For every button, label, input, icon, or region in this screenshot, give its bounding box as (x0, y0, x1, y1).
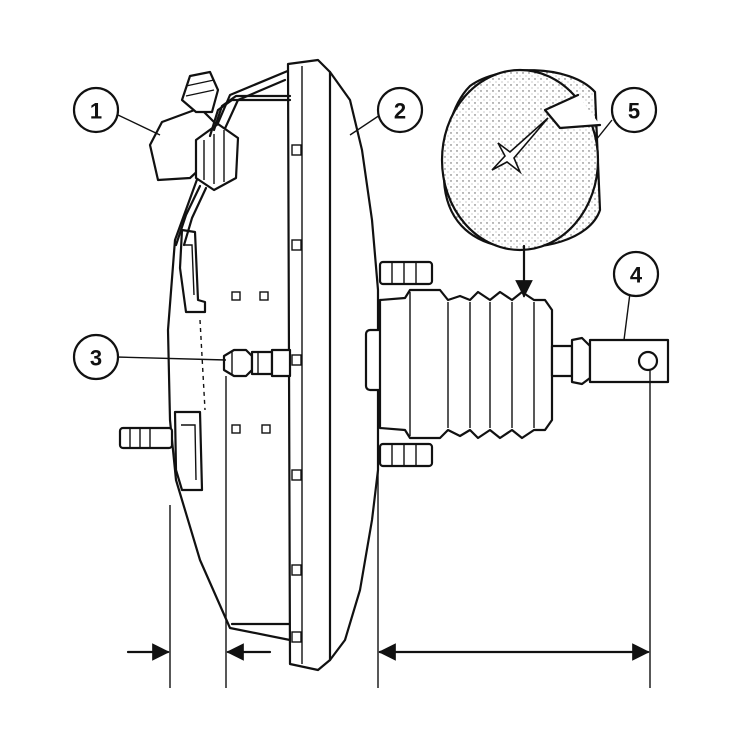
vacuum-gauge (440, 68, 602, 298)
callout-1: 1 (72, 86, 120, 134)
callout-5: 5 (610, 86, 658, 134)
callout-3: 3 (72, 333, 120, 381)
callout-4: 4 (612, 250, 660, 298)
callout-label-2: 2 (394, 99, 406, 124)
rear-shell (118, 68, 292, 642)
dimension-lines (126, 370, 651, 688)
callout-label-1: 1 (90, 99, 102, 124)
callout-2: 2 (376, 86, 424, 134)
front-shell (328, 70, 434, 662)
sensor-fitting (222, 348, 292, 378)
leader-line-3 (115, 356, 227, 361)
leader-line-4 (623, 292, 631, 341)
check-valve (148, 70, 292, 247)
booster-flange (286, 58, 332, 672)
leader-line-5 (595, 119, 613, 141)
boot-assembly (378, 288, 670, 440)
leader-line-1 (117, 114, 161, 136)
callout-label-5: 5 (628, 99, 640, 124)
callout-label-4: 4 (630, 263, 643, 288)
leader-lines (115, 114, 631, 361)
callout-label-3: 3 (90, 346, 102, 371)
leader-line-2 (349, 114, 381, 136)
